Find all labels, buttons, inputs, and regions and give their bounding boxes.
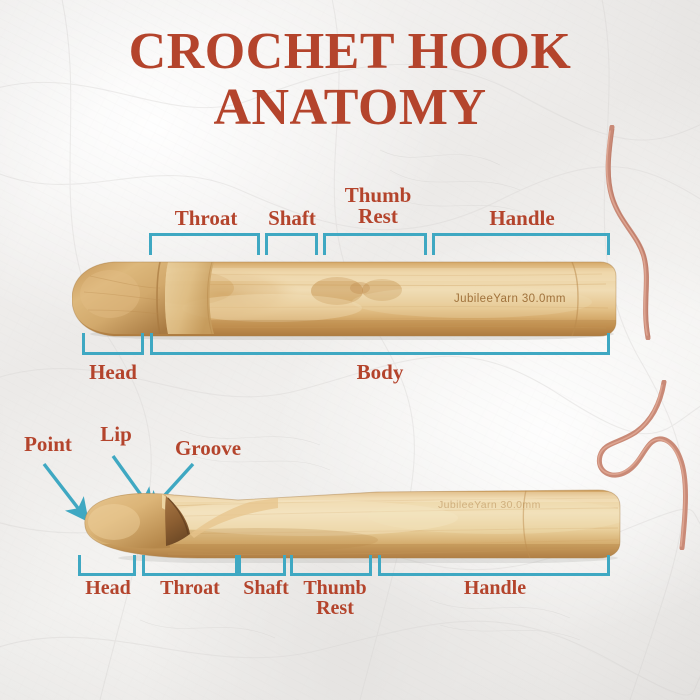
lower-label-groove: Groove [174, 436, 242, 460]
upper-bracket-shaft [265, 233, 318, 255]
lower-label-handle: Handle [463, 577, 527, 599]
upper-label-thumb-rest-line2: Rest [358, 204, 398, 229]
lower-label-thumb-rest: Thumb Rest [294, 578, 376, 619]
upper-bracket-handle [432, 233, 610, 255]
title-line-2: ANATOMY [213, 79, 487, 137]
lower-label-throat: Throat [160, 577, 220, 599]
lower-bracket-thumb-rest [290, 555, 372, 576]
upper-bracket-throat [149, 233, 260, 255]
lower-label-point: Point [24, 432, 72, 456]
upper-label-handle: Handle [489, 206, 555, 230]
upper-label-throat: Throat [174, 206, 238, 230]
upper-label-body: Body [356, 360, 404, 384]
lower-bracket-shaft [238, 555, 286, 576]
upper-hook-engraving: JubileeYarn 30.0mm [454, 293, 566, 305]
lower-bracket-handle [378, 555, 610, 576]
lower-label-thumb-rest-line2: Rest [316, 597, 354, 620]
upper-label-shaft: Shaft [268, 206, 316, 230]
crochet-hook-back-view: JubileeYarn 30.0mm [72, 258, 617, 340]
lower-bracket-throat [142, 555, 238, 576]
lower-label-lip: Lip [100, 422, 132, 446]
arrow-point [42, 462, 89, 523]
lower-bracket-head [78, 555, 136, 576]
lower-label-shaft: Shaft [243, 577, 289, 599]
upper-bracket-thumb-rest [323, 233, 427, 255]
lower-hook-engraving: JubileeYarn 30.0mm [438, 499, 541, 511]
page-title: CROCHET HOOK ANATOMY [0, 23, 700, 137]
upper-bracket-body [150, 333, 610, 355]
crochet-hook-side-view: JubileeYarn 30.0mm [78, 478, 623, 563]
upper-label-thumb-rest-line1: Thumb [344, 183, 412, 207]
lower-label-head: Head [85, 577, 131, 599]
upper-bracket-head [82, 333, 144, 355]
lower-label-thumb-rest-line1: Thumb [303, 577, 367, 599]
title-line-1: CROCHET HOOK [128, 23, 572, 80]
upper-label-head: Head [89, 360, 137, 384]
upper-label-thumb-rest: Thumb Rest [322, 183, 434, 229]
yarn-strand-top [605, 125, 651, 340]
yarn-strand-bottom-loop [596, 380, 688, 550]
